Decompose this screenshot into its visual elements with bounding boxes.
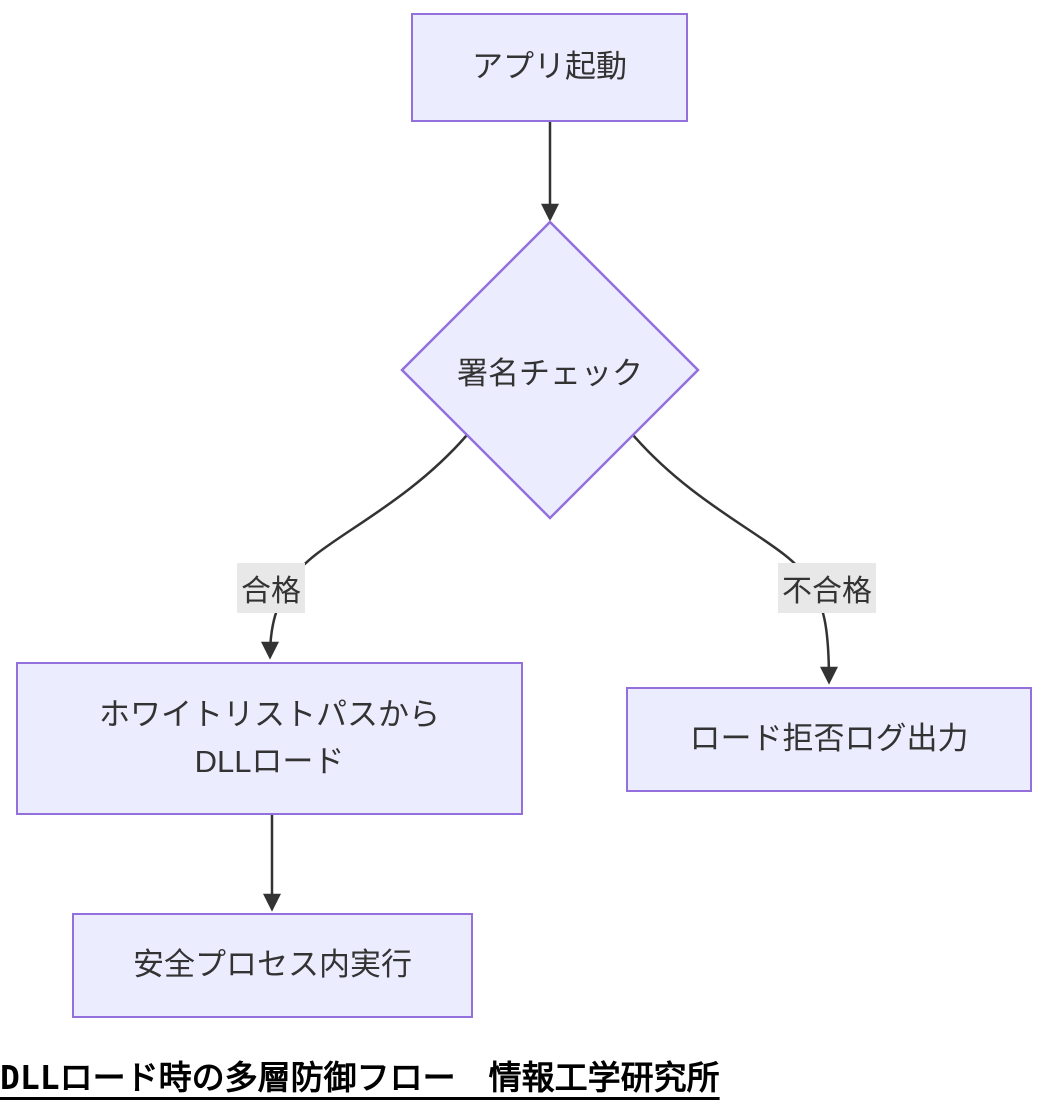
edge-check-to-whitelist	[261, 434, 468, 660]
edge-label-pass: 合格	[237, 563, 305, 613]
edge-check-to-deny	[632, 434, 838, 685]
diagram-caption: DLLロード時の多層防御フロー 情報工学研究所	[0, 1058, 720, 1097]
node-whitelist-load-line1: ホワイトリストパスから	[99, 697, 440, 732]
node-signature-check-label: 署名チェック	[457, 355, 643, 391]
node-safe-exec: 安全プロセス内実行	[72, 913, 473, 1018]
node-deny-log-label: ロード拒否ログ出力	[689, 721, 969, 757]
node-safe-exec-label: 安全プロセス内実行	[133, 947, 412, 983]
node-whitelist-load-line2: DLLロード	[194, 743, 345, 779]
node-whitelist-load: ホワイトリストパスから DLLロード	[16, 662, 523, 815]
node-deny-log: ロード拒否ログ出力	[626, 687, 1032, 792]
node-app-start: アプリ起動	[411, 13, 688, 122]
edge-label-fail: 不合格	[778, 563, 876, 613]
node-app-start-label: アプリ起動	[472, 49, 627, 85]
node-signature-check-shape	[400, 220, 700, 520]
